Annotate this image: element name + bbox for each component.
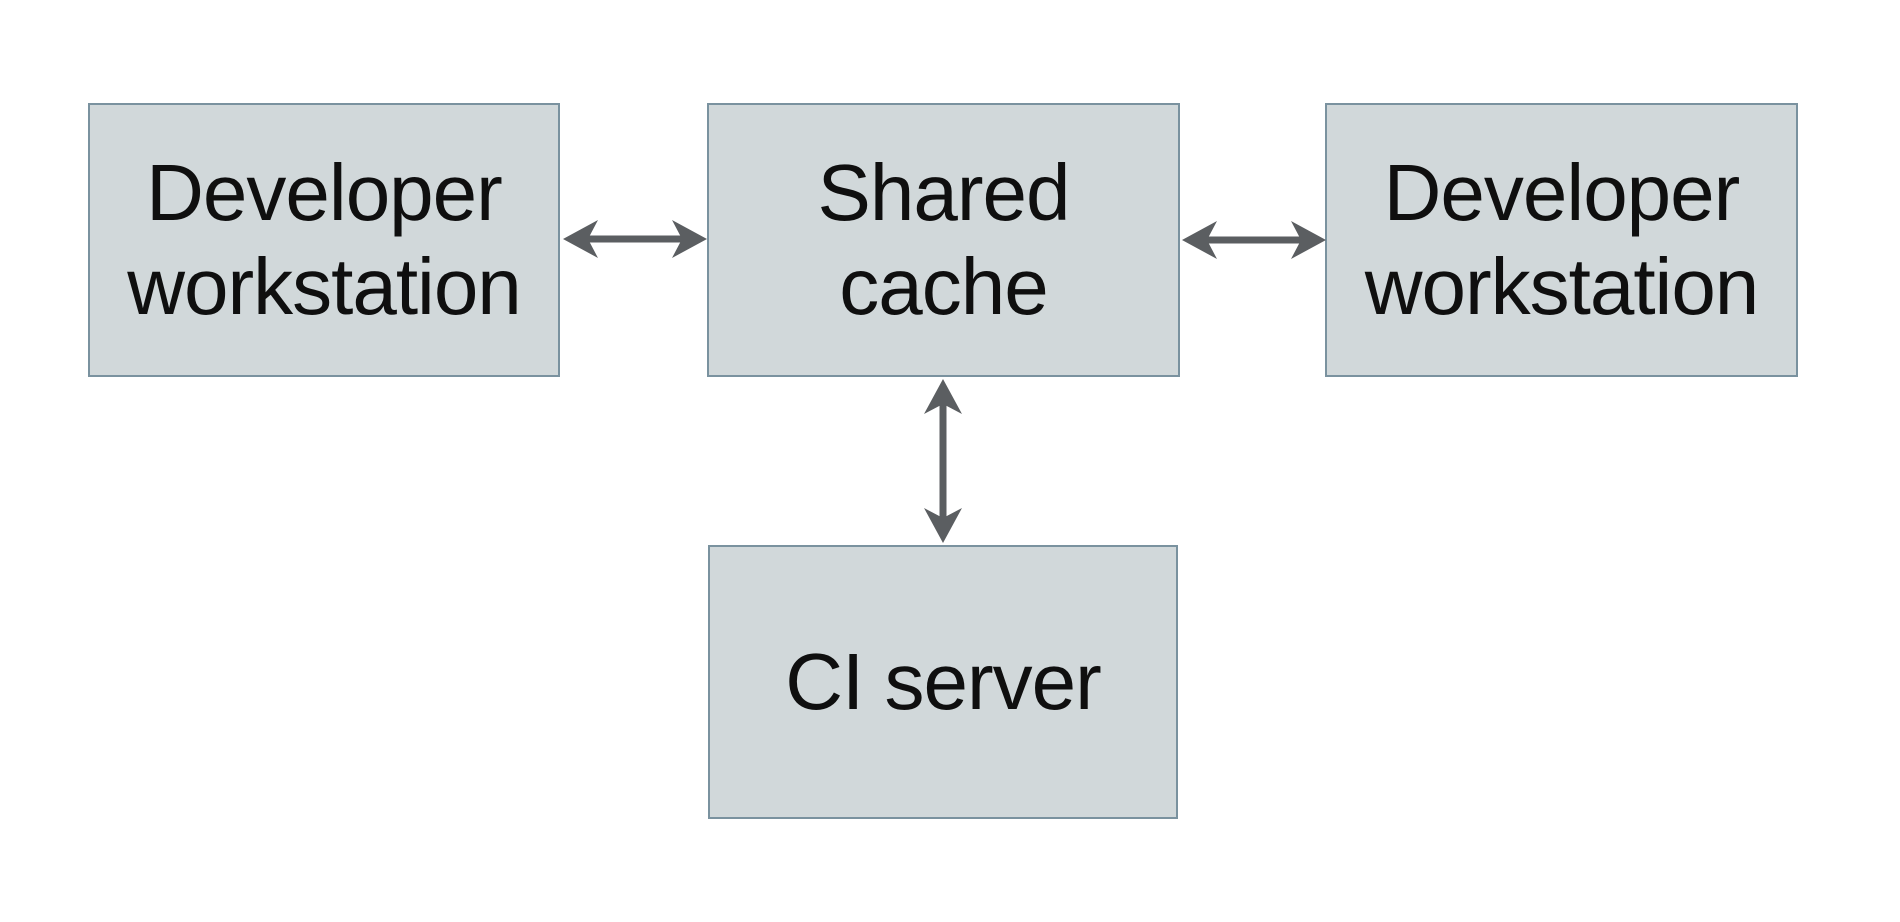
node-label-developer-workstation-right: Developer workstation [1364,148,1760,331]
node-shared-cache: Shared cache [707,103,1180,377]
node-label-shared-cache: Shared cache [817,148,1071,331]
double-arrow-cache-to-workstation-right-icon [1182,221,1326,259]
double-arrow-workstation-left-to-cache-icon [563,220,707,258]
node-developer-workstation-right: Developer workstation [1325,103,1798,377]
node-ci-server: CI server [708,545,1178,819]
double-arrow-cache-to-ci-server-icon [924,379,962,543]
node-label-developer-workstation-left: Developer workstation [127,148,522,331]
node-label-ci-server: CI server [785,637,1101,726]
node-developer-workstation-left: Developer workstation [88,103,560,377]
